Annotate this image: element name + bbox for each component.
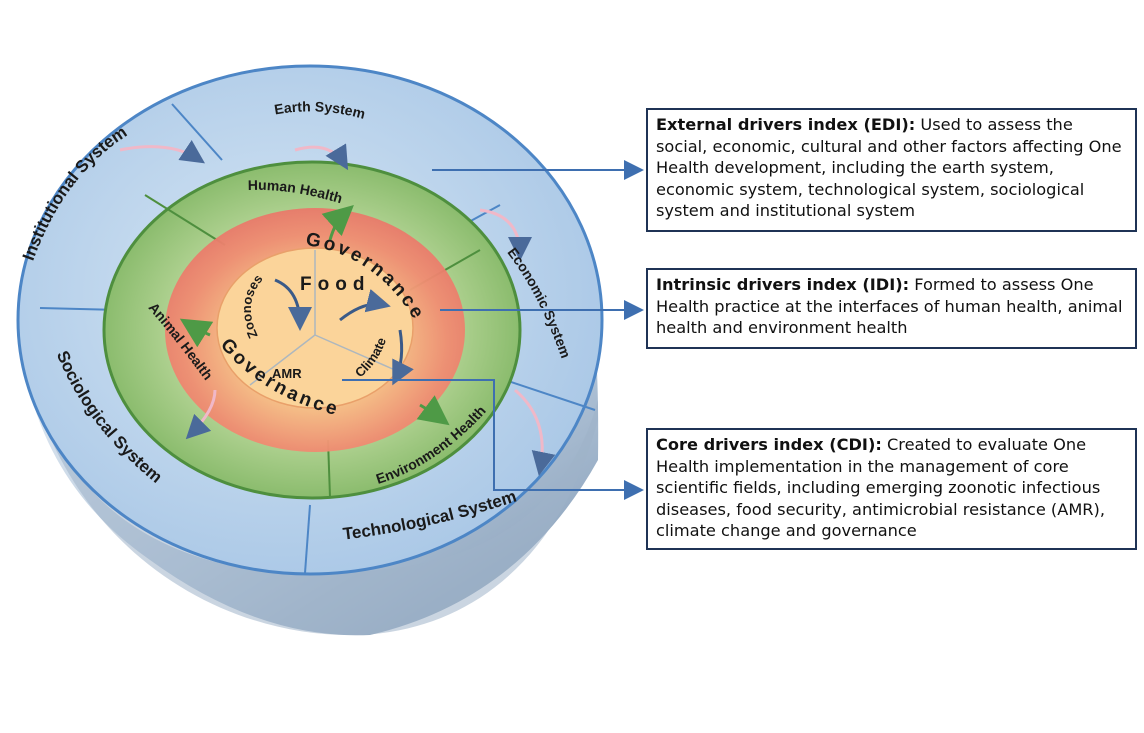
flow-arrow-earth [294,143,349,171]
flow-arrow-core-climate [392,329,414,386]
flow-arrow-institutional [119,140,205,164]
connector-cdi [342,379,644,500]
edi-body: Used to assess the social, economic, cul… [656,115,1122,220]
core-dividers [249,250,396,386]
connectors [342,160,644,500]
flow-arrow-economic [479,208,532,261]
flow-arrow-economic-low [514,388,556,476]
bowl-body [18,300,598,636]
idi-box: Intrinsic drivers index (IDI): Formed to… [646,268,1137,349]
cdi-box: Core drivers index (CDI): Created to eva… [646,428,1137,550]
flow-arrow-environment [416,395,450,426]
flow-arrow-sociological [185,389,217,440]
flow-arrow-human [321,204,354,241]
amr-label: AMR [272,366,302,381]
cdi-body: Created to evaluate One Health implement… [656,435,1105,540]
idi-title: Intrinsic drivers index (IDI): [656,275,910,294]
edi-box: External drivers index (EDI): Used to as… [646,108,1137,232]
flow-arrow-core-food [339,289,391,322]
flow-arrow-core-zoonoses [274,278,312,331]
cdi-title: Core drivers index (CDI): [656,435,882,454]
idi-body: Formed to assess One Health practice at … [656,275,1123,337]
edi-title: External drivers index (EDI): [656,115,916,134]
flow-arrow-animal [179,318,214,348]
flow-arrows [119,140,556,476]
food-label: Food [300,274,370,295]
